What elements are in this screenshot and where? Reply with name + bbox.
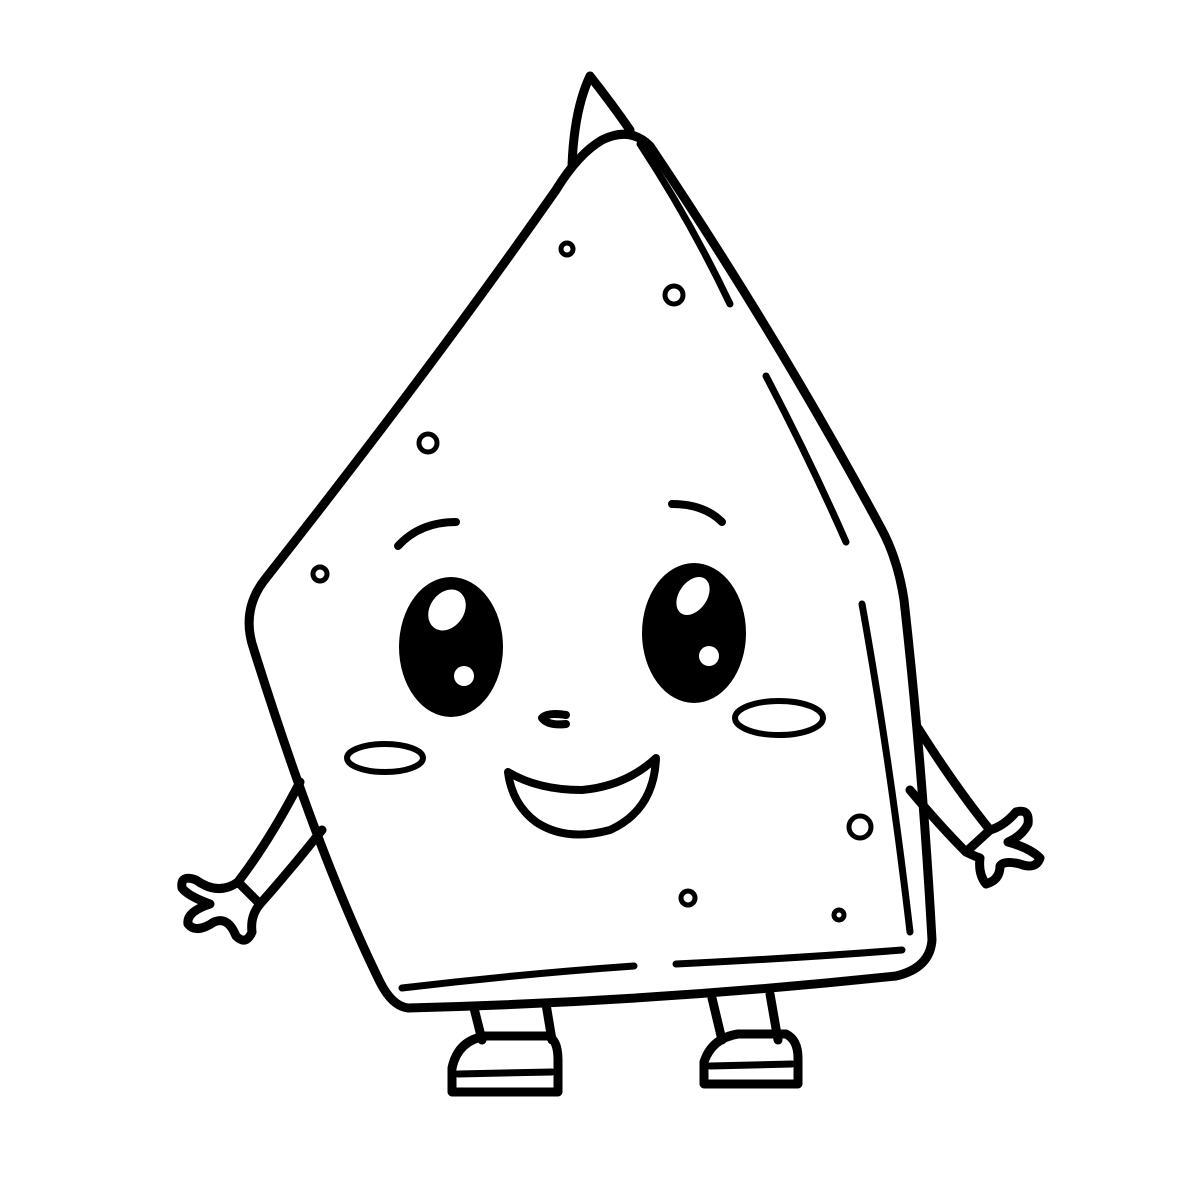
cheese-tip [567, 71, 635, 171]
right-eye [642, 563, 746, 703]
right-shoe [699, 1029, 803, 1089]
eyebrows [394, 500, 726, 550]
mouth [504, 754, 660, 839]
cheese-holes [310, 240, 874, 923]
right-arm [905, 723, 995, 857]
cheese-side-edges [398, 140, 914, 992]
left-arm [233, 777, 327, 909]
left-hand [177, 873, 265, 945]
left-eye [399, 577, 503, 717]
right-hand [961, 806, 1045, 889]
cheese-body [244, 129, 937, 1013]
nose [538, 710, 570, 729]
cheeks [344, 698, 826, 775]
left-shoe [447, 1031, 563, 1097]
